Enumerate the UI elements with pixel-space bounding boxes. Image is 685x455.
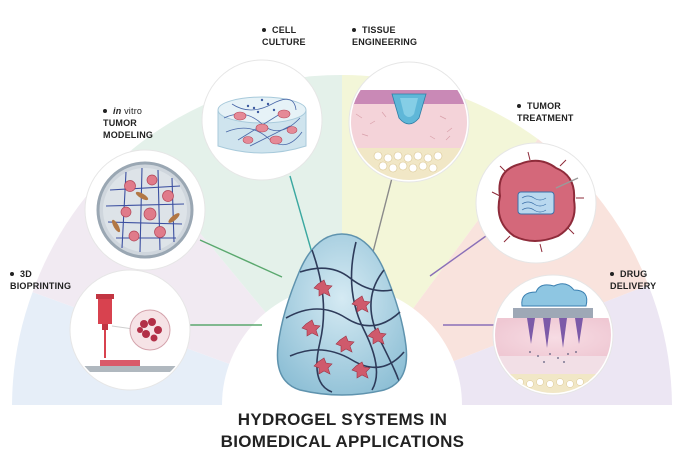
label-tissue-engineering-line2: ENGINEERING <box>352 37 418 47</box>
label-drug-delivery-line1: DRUG <box>620 269 648 279</box>
bullet-icon <box>262 27 266 32</box>
bullet-icon <box>610 271 614 276</box>
bullet-icon <box>517 103 521 108</box>
label-drug-delivery-line2: DELIVERY <box>610 281 657 291</box>
tumor-modeling-illustration <box>84 149 206 271</box>
connector-tumor-treatment <box>429 235 487 277</box>
connector-tumor-modeling <box>199 239 283 278</box>
label-vitro: vitro <box>121 106 143 116</box>
label-tumor-modeling-line2: TUMOR <box>103 118 137 128</box>
label-cell-culture: CELL CULTURE <box>262 24 306 48</box>
label-tumor-treatment-line1: TUMOR <box>527 101 561 111</box>
connector-cell-culture <box>289 175 313 254</box>
bullet-icon <box>103 108 107 113</box>
bullet-icon <box>352 27 356 32</box>
label-tumor-treatment-line2: TREATMENT <box>517 113 574 123</box>
connector-tissue-engineering <box>372 177 393 253</box>
label-cell-culture-line1: CELL <box>272 25 297 35</box>
label-tissue-engineering-line1: TISSUE <box>362 25 396 35</box>
diagram-title-line2: BIOMEDICAL APPLICATIONS <box>220 432 465 451</box>
tissue-engineering-illustration <box>348 61 470 183</box>
hydrogel-center <box>276 233 408 396</box>
diagram-title: HYDROGEL SYSTEMS IN BIOMEDICAL APPLICATI… <box>0 409 685 453</box>
embedded-cells <box>301 279 387 379</box>
bullet-icon <box>10 271 14 276</box>
connector-lines <box>188 175 497 326</box>
tumor-treatment-illustration <box>475 142 597 264</box>
label-tumor-modeling: in vitro TUMOR MODELING <box>103 105 153 141</box>
label-drug-delivery: DRUG DELIVERY <box>610 268 656 292</box>
label-tumor-treatment: TUMOR TREATMENT <box>517 100 574 124</box>
label-in-italic: in <box>113 106 122 116</box>
label-tissue-engineering: TISSUE ENGINEERING <box>352 24 417 48</box>
diagram-title-line1: HYDROGEL SYSTEMS IN <box>237 410 448 429</box>
bioprinting-illustration <box>69 269 191 391</box>
label-bioprinting-line1: 3D <box>20 269 32 279</box>
label-tumor-modeling-line3: MODELING <box>103 130 154 140</box>
label-bioprinting: 3D BIOPRINTING <box>10 268 71 292</box>
label-bioprinting-line2: BIOPRINTING <box>10 281 72 291</box>
label-cell-culture-line2: CULTURE <box>262 37 306 47</box>
cell-culture-illustration <box>201 59 323 181</box>
